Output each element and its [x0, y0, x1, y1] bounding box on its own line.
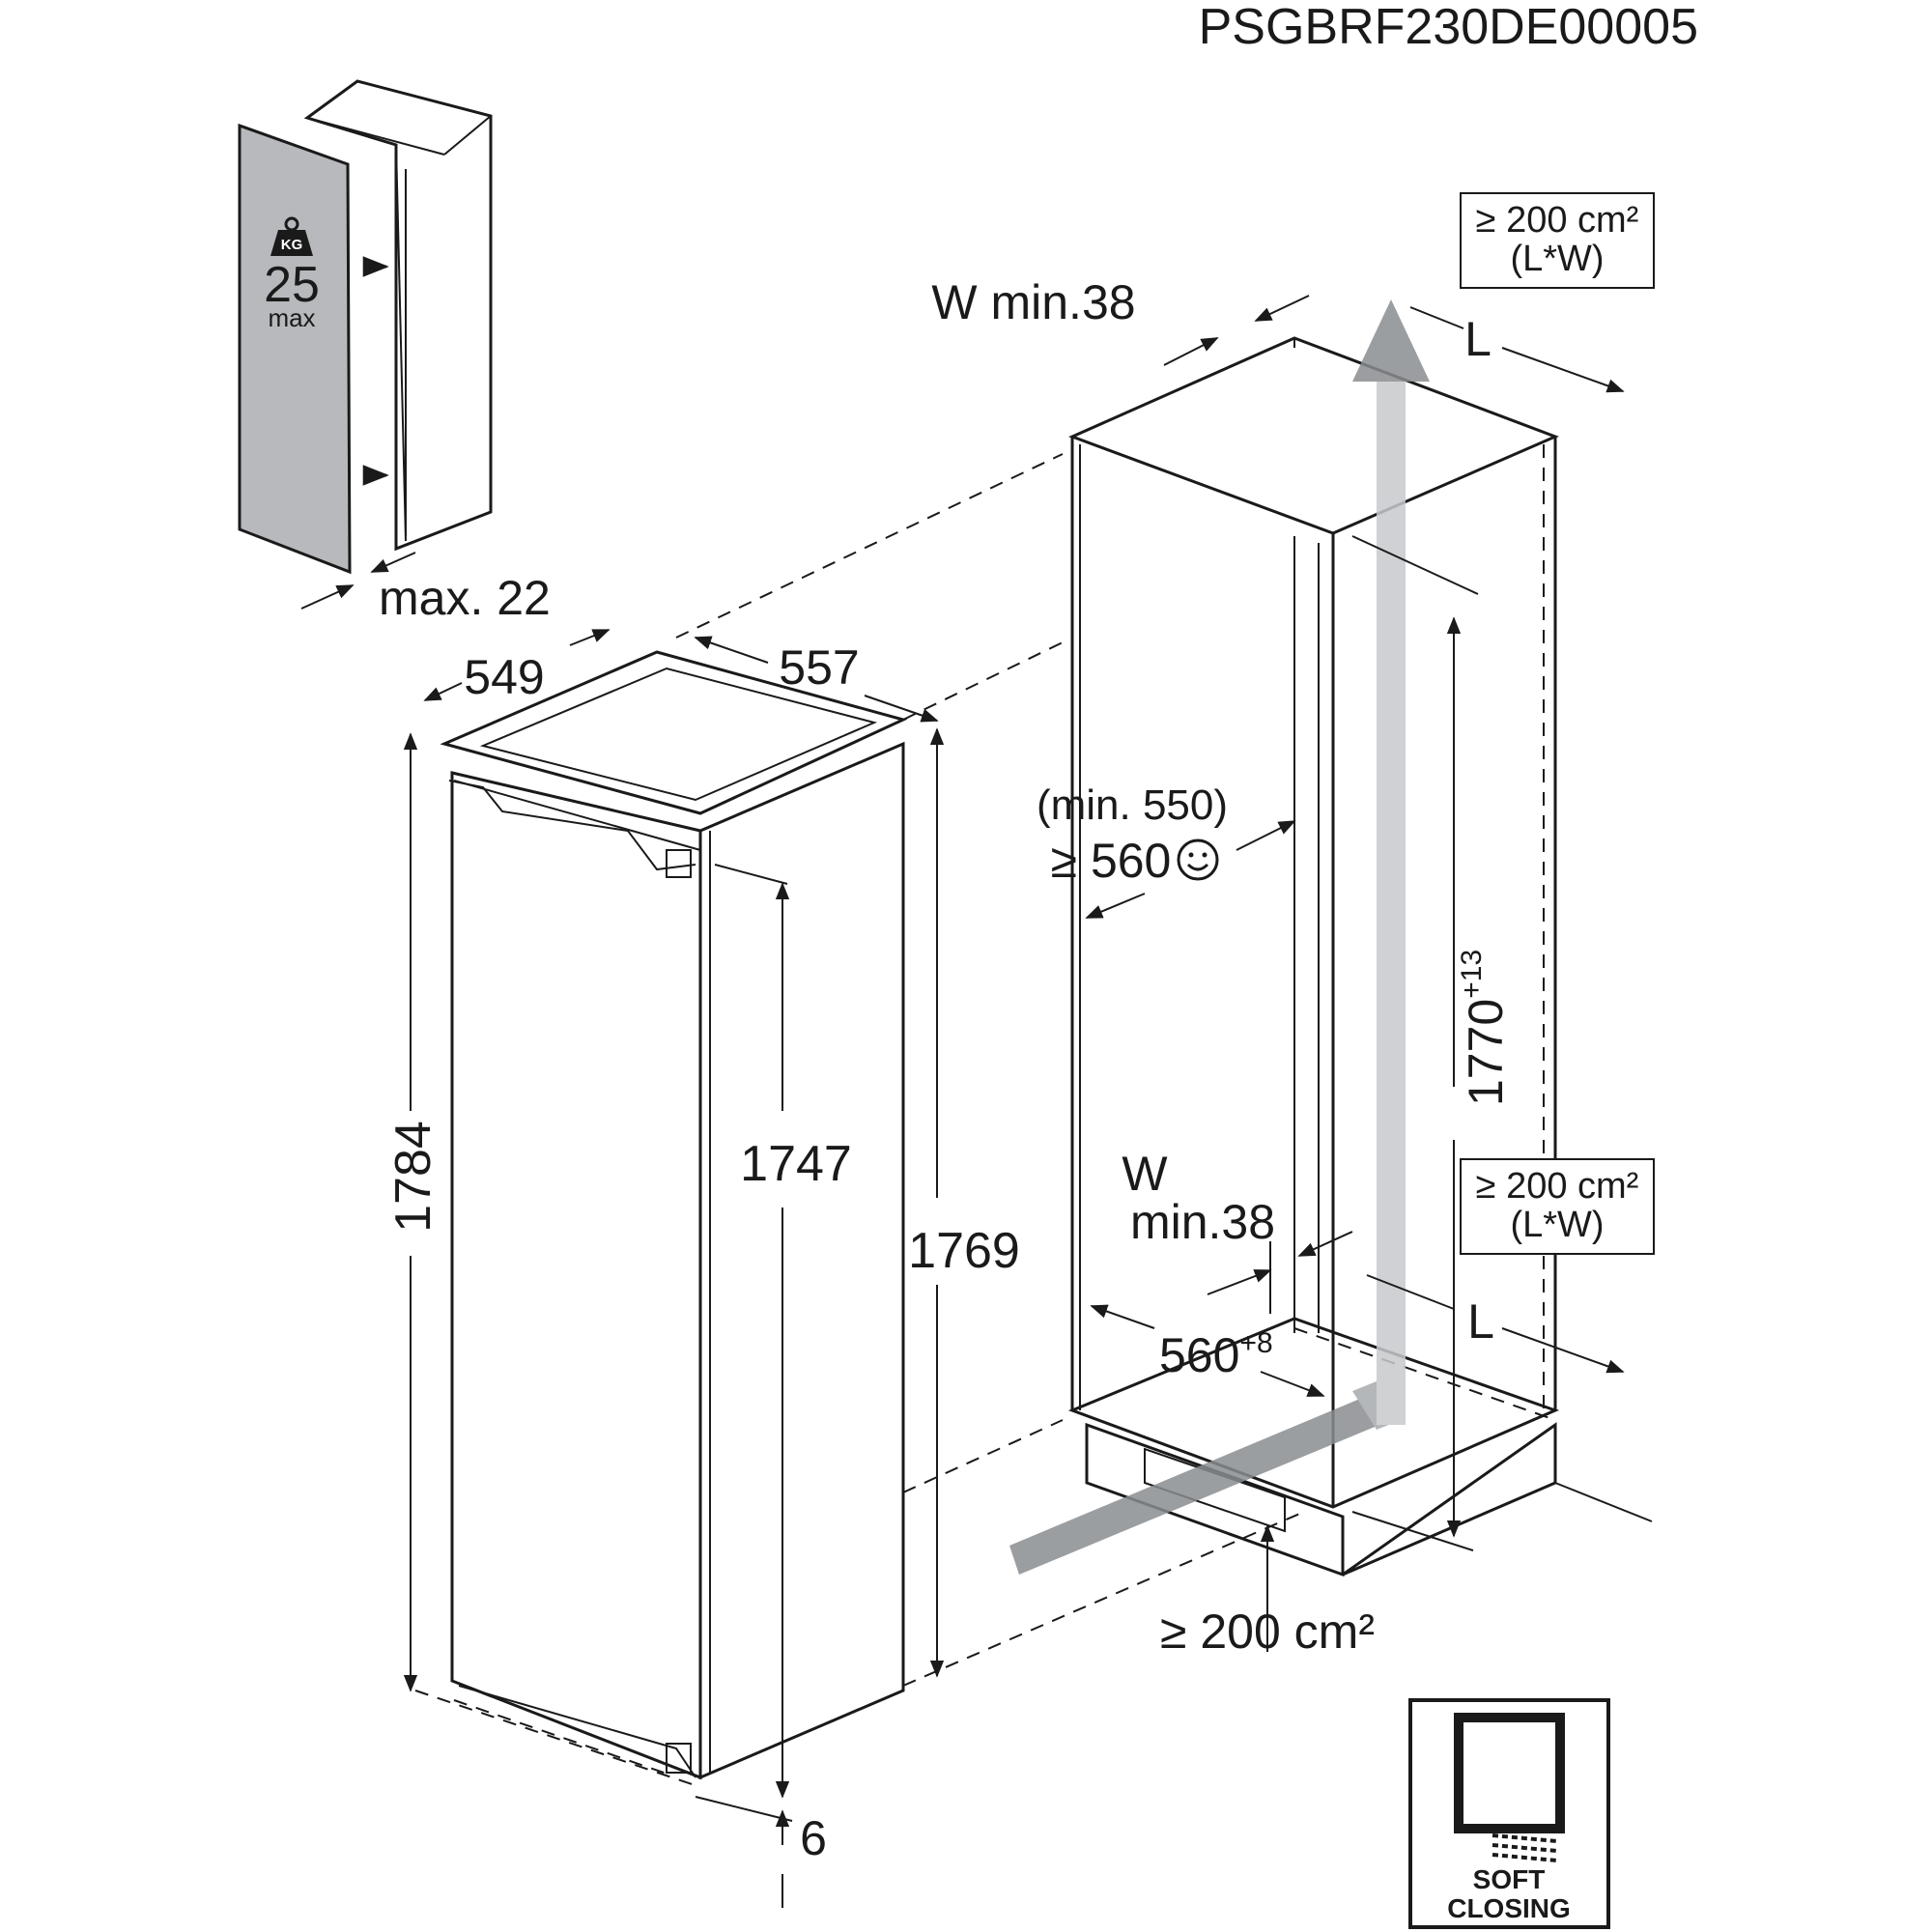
- door-thickness-label: max. 22: [379, 571, 551, 625]
- appliance-width-label: 557: [779, 640, 859, 695]
- svg-text:560+8: 560+8: [1159, 1327, 1273, 1382]
- plinth-vent-label: ≥ 200 cm²: [1160, 1605, 1375, 1659]
- smiley-icon: [1177, 838, 1219, 881]
- soft-closing-line1: SOFT: [1473, 1864, 1546, 1894]
- appliance-side-height-label: 1769: [908, 1223, 1020, 1279]
- door-panel: [238, 123, 352, 575]
- appliance-depth-label: 549: [464, 650, 544, 704]
- appliance-dimensions: 549 557 1784 1747 1769 6: [385, 629, 1020, 1908]
- vent-box-bottom: [1460, 1158, 1655, 1255]
- airflow-arrow: [1009, 299, 1430, 1575]
- bottom-gap-letter: W: [1122, 1147, 1168, 1201]
- top-length-label: L: [1464, 312, 1492, 366]
- door-weight-value: 25: [264, 257, 320, 313]
- kg-weight-icon: KG: [270, 216, 313, 256]
- appliance-illustration: [414, 650, 908, 1788]
- appliance-bottom-gap-label: 6: [800, 1811, 827, 1865]
- niche-depth-label: ≥ 560: [1051, 834, 1172, 888]
- vent-top-formula: (L*W): [1510, 239, 1604, 279]
- niche-width-label: 560+8: [1159, 1327, 1273, 1382]
- top-gap-label: W min.38: [931, 275, 1135, 329]
- soft-closing-badge: SOFT CLOSING: [1408, 1698, 1610, 1929]
- appliance-body-height-label: 1747: [740, 1136, 852, 1192]
- bottom-gap-label: min.38: [1130, 1195, 1275, 1249]
- niche-depth-min-label: (min. 550): [1037, 781, 1228, 829]
- door-panel-illustration: KG 25 max max. 22: [238, 79, 551, 625]
- vent-bottom-formula: (L*W): [1510, 1205, 1604, 1245]
- product-code: PSGBRF230DE00005: [1199, 0, 1698, 55]
- soft-closing-line2: CLOSING: [1447, 1893, 1571, 1923]
- soft-closing-icon: [1454, 1713, 1565, 1862]
- door-weight-unit: max: [268, 303, 315, 332]
- niche-dimensions: W min.38 L ≥ 200 cm² (L*W) (min. 550) ≥ …: [931, 192, 1655, 1659]
- appliance-total-height-label: 1784: [385, 1121, 441, 1233]
- vent-top-area: ≥ 200 cm²: [1476, 200, 1639, 241]
- svg-text:1770+13: 1770+13: [1456, 950, 1513, 1106]
- projection-lines: [675, 453, 1305, 1687]
- weight-badge: KG: [281, 237, 303, 253]
- bottom-length-label: L: [1467, 1294, 1494, 1349]
- vent-bottom-area: ≥ 200 cm²: [1476, 1166, 1639, 1207]
- niche-height-label: 1770+13: [1456, 950, 1513, 1106]
- niche-illustration: [1067, 336, 1653, 1577]
- vent-box-top: [1460, 192, 1655, 289]
